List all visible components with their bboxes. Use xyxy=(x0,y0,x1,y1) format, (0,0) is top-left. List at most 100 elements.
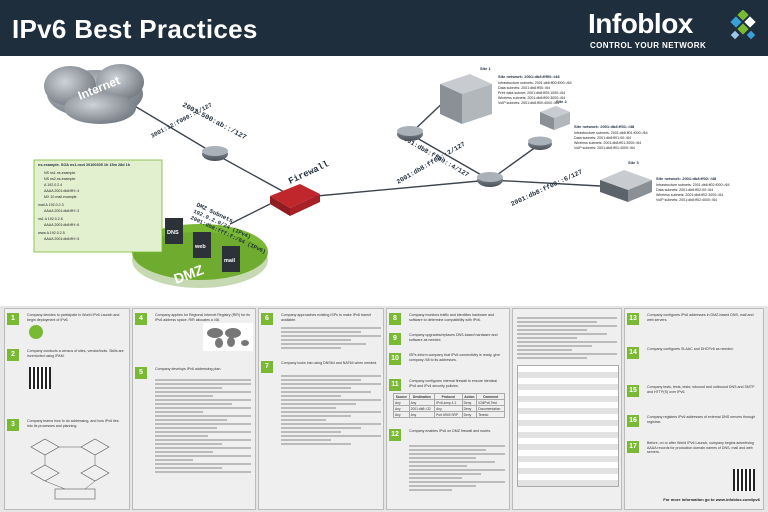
site3-line: Wireless subnets: 2001:db8:ff02:3000::/6… xyxy=(656,193,723,197)
world-map-icon xyxy=(203,323,253,351)
dns-record-row: AAAA 2001:db8:fff:f::3 xyxy=(44,209,79,213)
step-text: Company configures SLAAC and DHCPv6 as n… xyxy=(647,347,734,351)
step-text: Company configures internal firewall to … xyxy=(409,379,498,388)
dns-record-row: mail A 192.0.2.3 xyxy=(38,203,64,207)
qr-code-icon xyxy=(29,367,51,389)
step-number: 7 xyxy=(261,361,273,373)
router-icon xyxy=(202,146,228,161)
footer-text[interactable]: For more information go to www.infoblox.… xyxy=(663,497,760,502)
page-title: IPv6 Best Practices xyxy=(12,14,258,44)
site1-name: Site 1 xyxy=(480,66,491,71)
step-number: 1 xyxy=(7,313,19,325)
dns-record-row: NS ns1.ns.example. xyxy=(44,171,76,175)
step-text: Company looks into using DNS64 and NAT64… xyxy=(281,361,378,365)
step-number: 14 xyxy=(627,347,639,359)
dns-record-row: NS ns2.ns.example. xyxy=(44,177,76,181)
site2-line: Data subnets: 2001:db8:ff01:00::/64 xyxy=(574,136,631,140)
site2-name: Site 2 xyxy=(556,99,567,104)
site3-line: VoIP subnets: 2001:db8:ff02:4000::/64 xyxy=(656,198,717,202)
step-number: 15 xyxy=(627,385,639,397)
step-number: 12 xyxy=(389,429,401,441)
dns-zone-box: ns.example. SOA ns1.root 20100305 1h 15m… xyxy=(33,159,163,253)
site1-line: Print data subnet: 2001:db8:ff00:1000::/… xyxy=(498,91,565,95)
table-row: Any Any Port 6949 SRP Deny Teredo xyxy=(393,411,505,418)
infoblox-logo: Infoblox CONTROL YOUR NETWORK xyxy=(588,8,760,52)
site1-building-icon: Site 1 xyxy=(440,66,492,124)
site2-info: Site network: 2001:db8:ff01::/48 Infrast… xyxy=(574,124,648,150)
step-number: 4 xyxy=(135,313,147,325)
dns-zone-header: ns.example. SOA ns1.root 20100305 1h 15m… xyxy=(38,163,131,167)
step-text: Before, on or after World IPv6 Launch, c… xyxy=(647,441,754,455)
table-cell: Deny xyxy=(461,411,478,418)
step-text: Company decides to participate in World … xyxy=(27,313,120,322)
ipv6-launch-badge-icon xyxy=(29,325,43,339)
steps-column-4: 8 Company monitors traffic and identifie… xyxy=(386,308,510,510)
steps-column-5 xyxy=(512,308,622,510)
step-number: 5 xyxy=(135,367,147,379)
dns-record-row: ns1 A 192.0.2.6 xyxy=(38,217,63,221)
step-text: Company enables IPv6 on DMZ firewall and… xyxy=(409,429,492,433)
dns-record-row: www A 192.0.2.5 xyxy=(38,231,65,235)
step-text: Company conducts a census of sites, vend… xyxy=(27,349,124,358)
firewall-rules-table: Source Destination Protocol Action Comme… xyxy=(393,393,505,418)
dns-record-row: AAAA 2001:db8:fff:f::4 xyxy=(44,189,79,193)
step-text: Company configures IPv6 addresses in DMZ… xyxy=(647,313,754,322)
router-icon xyxy=(528,136,552,150)
site2-network: Site network: 2001:db8:ff01::/48 xyxy=(574,124,635,129)
site3-line: Data subnets: 2001:db8:ff02:00::/64 xyxy=(656,188,713,192)
qr-code-icon xyxy=(733,469,755,491)
step-text: Company tests, tests, tests; inbound and… xyxy=(647,385,755,394)
step-text: Company monitors traffic and identifies … xyxy=(409,313,495,322)
mail-server-label: mail xyxy=(224,258,235,264)
address-plan-text xyxy=(155,377,251,475)
network-diagram: Internet 2001:500:ab::/127 3001:12:f000:… xyxy=(0,56,768,304)
firewall-icon: Firewall xyxy=(270,159,331,216)
step-text: Company registers IPv6 addresses of exte… xyxy=(647,415,756,424)
site1-line: Infrastructure subnets: 2001:db8:ff00:f0… xyxy=(498,81,572,85)
step-number: 16 xyxy=(627,415,639,427)
step-text: Company approaches existing ISPs to make… xyxy=(281,313,371,322)
site1-line: VoIP subnets: 2001:db8:ff00:4000::/64 xyxy=(498,101,559,105)
site2-building-icon: Site 2 xyxy=(540,99,570,130)
decision-flowchart xyxy=(30,438,110,500)
step-number: 8 xyxy=(389,313,401,325)
steps-column-2: 4 Company applies for Regional Internet … xyxy=(132,308,256,510)
table-cell: Any xyxy=(408,411,436,418)
site1-line: Data subnets: 2001:db8:ff00::/64 xyxy=(498,86,550,90)
dns-server-label: DNS xyxy=(167,230,179,236)
internet-cloud-icon: Internet xyxy=(44,64,144,124)
step-number: 3 xyxy=(7,419,19,431)
site2-line: VoIP subnets: 2001:db8:ff01:4000::/64 xyxy=(574,146,635,150)
router-icon xyxy=(397,126,423,141)
firewall-label: Firewall xyxy=(287,159,331,187)
link-site2-label: 2001:db8:ff00::2/127 xyxy=(396,141,467,186)
site3-name: Site 3 xyxy=(628,160,639,165)
dns64-notes xyxy=(281,373,381,447)
site3-building-icon: Site 3 xyxy=(600,160,652,202)
site2-line: Wireless subnets: 2001:db8:ff01:3000::/6… xyxy=(574,141,641,145)
dns-record-row: AAAA 2001:db8:fff:f::6 xyxy=(44,223,79,227)
site3-line: Infrastructure subnets: 2001:db8:ff02:f0… xyxy=(656,183,730,187)
table-cell: Port 6949 SRP xyxy=(434,411,463,418)
step-text: Company learns how to do addressing, and… xyxy=(27,419,119,428)
table-cell: Teredo xyxy=(476,411,505,418)
site3-info: Site network: 2001:db8:ff02::/48 Infrast… xyxy=(656,176,730,202)
site1-network: Site network: 2001:db8:fff00::/48 xyxy=(498,74,560,79)
dmz-config-notes xyxy=(409,443,505,493)
steps-panel: 1 Company decides to participate in Worl… xyxy=(0,306,768,512)
dns-server-icon: DNS xyxy=(165,218,183,244)
step-text: Company develops IPv6 addressing plan. xyxy=(155,367,222,371)
steps-column-6: 13 Company configures IPv6 addresses in … xyxy=(624,308,764,510)
mail-server-icon: mail xyxy=(222,246,240,272)
logo-cube-icon xyxy=(730,10,756,40)
step-number: 6 xyxy=(261,313,273,325)
step-text: ISPs inform company that IPv6 connectivi… xyxy=(409,353,501,362)
logo-tagline: CONTROL YOUR NETWORK xyxy=(590,41,707,50)
header-bar: IPv6 Best Practices Infoblox CONTROL YOU… xyxy=(0,0,768,56)
link-site3-label: 2001:db8:ff00::6/127 xyxy=(510,168,584,207)
web-server-label: web xyxy=(194,244,206,250)
site1-line: Wireless subnets: 2001:db8:ff00:3000::/6… xyxy=(498,96,565,100)
site3-network: Site network: 2001:db8:ff02::/48 xyxy=(656,176,717,181)
dns-record-row: MX 10 mail.example. xyxy=(44,195,78,199)
table-cell: Any xyxy=(393,411,410,418)
